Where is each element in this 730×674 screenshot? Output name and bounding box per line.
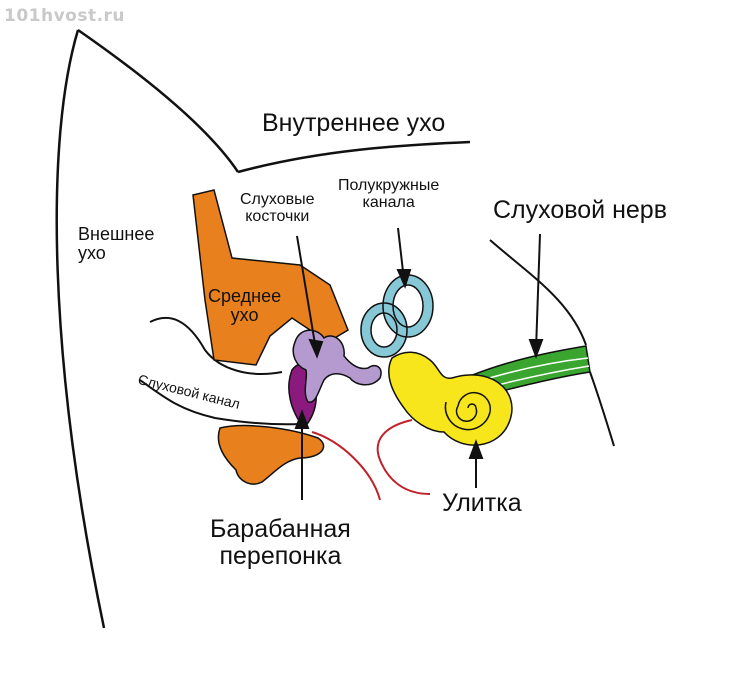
label-eardrum-line1: Барабанная bbox=[210, 515, 351, 543]
label-auditory-nerve: Слуховой нерв bbox=[493, 196, 667, 224]
label-semicircular-line1: Полукружные bbox=[338, 177, 440, 194]
label-outer-ear-line1: Внешнее bbox=[78, 224, 155, 244]
pointer-arrows bbox=[294, 227, 544, 500]
label-semicircular-canals: Полукружные канала bbox=[338, 177, 439, 212]
label-semicircular-line2: канала bbox=[362, 194, 415, 212]
site-watermark: 101hvost.ru bbox=[4, 6, 126, 26]
label-eardrum-line2: перепонка bbox=[219, 542, 342, 570]
blood-vessel-right bbox=[376, 419, 431, 495]
label-eardrum: Барабанная перепонка bbox=[210, 516, 351, 570]
blood-vessel-left bbox=[311, 431, 381, 501]
ear-canal-upper-wall bbox=[149, 317, 283, 375]
skull-outline-right bbox=[489, 239, 615, 447]
label-inner-ear: Внутреннее ухо bbox=[262, 109, 446, 137]
label-middle-ear: Среднее ухо bbox=[208, 286, 282, 326]
label-cochlea: Улитка bbox=[442, 489, 522, 517]
cochlea-shape bbox=[388, 351, 513, 446]
semicircular-canals-shape bbox=[360, 274, 434, 358]
middle-ear-lower-part bbox=[217, 424, 325, 485]
label-middle-ear-line2: ухо bbox=[230, 305, 259, 326]
label-middle-ear-line1: Среднее bbox=[208, 286, 282, 306]
label-ossicles: Слуховые косточки bbox=[240, 191, 315, 226]
label-ossicles-line2: косточки bbox=[245, 208, 310, 226]
outer-ear-outline bbox=[55, 28, 471, 629]
label-outer-ear: Внешнее ухо bbox=[78, 224, 155, 264]
label-outer-ear-line2: ухо bbox=[78, 243, 106, 264]
label-ossicles-line1: Слуховые bbox=[240, 191, 315, 208]
ear-canal-lower-wall bbox=[139, 379, 301, 426]
